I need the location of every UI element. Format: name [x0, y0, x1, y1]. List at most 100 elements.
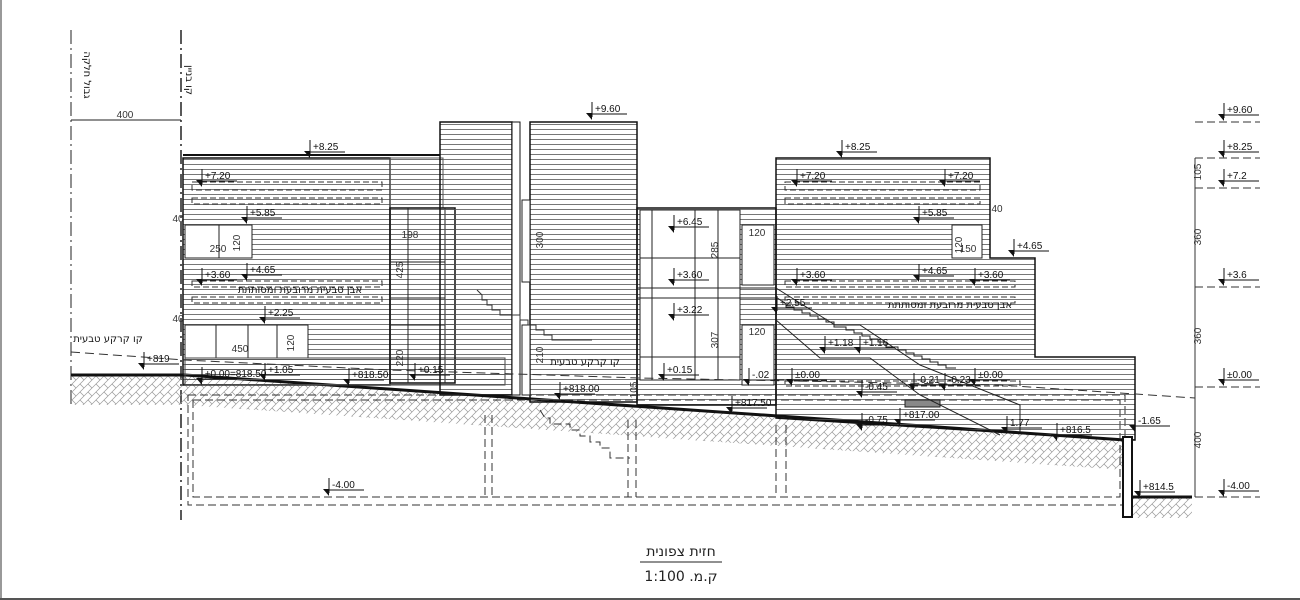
level-arrow-icon — [668, 314, 674, 321]
elevation-mark: +819 — [138, 352, 179, 370]
elevation-label: +1.16 — [863, 338, 889, 349]
exterior-stair — [775, 287, 1021, 436]
ground-hatch — [71, 375, 1125, 470]
slot-window-lower — [521, 324, 531, 396]
elevation-mark: +816.5 — [1051, 423, 1092, 441]
dimension-label: 120 — [749, 327, 766, 338]
dimension-label: 120 — [232, 234, 243, 251]
elevation-mark: +817.50 — [726, 396, 772, 414]
elevation-label: +3.60 — [800, 270, 826, 281]
elevation-label: +0.15 — [667, 365, 693, 376]
dimension-label: 425 — [395, 261, 406, 278]
level-scale-mark: +9.60 — [1218, 103, 1259, 121]
level-arrow-icon — [668, 226, 674, 233]
level-arrow-icon — [1008, 250, 1014, 257]
slot-window-upper — [521, 199, 531, 283]
level-arrow-icon — [856, 391, 862, 398]
level-arrow-icon — [409, 374, 415, 381]
dimension-label: 307 — [710, 331, 721, 348]
elevation-mark: +3.60 — [969, 268, 1010, 286]
level-arrow-icon — [1129, 425, 1135, 432]
central-glazing — [639, 209, 741, 381]
level-scale-mark: +3.6 — [1218, 268, 1259, 286]
level-arrow-icon — [1218, 379, 1224, 386]
dimension-label: 450 — [232, 344, 249, 355]
elevation-mark: +2.55 — [771, 296, 812, 314]
elevation-label: +1.18 — [828, 338, 854, 349]
elevation-mark: -0.23 — [939, 373, 980, 391]
elevation-label: ±0.00 — [978, 370, 1003, 381]
level-arrow-icon — [554, 393, 560, 400]
elevation-label: -4.00 — [332, 480, 355, 491]
dimension-label: 150 — [960, 244, 977, 255]
elevation-mark: +1.05 — [259, 363, 300, 381]
elevation-label: +4.65 — [1017, 241, 1043, 252]
elevation-mark: +3.60 — [791, 268, 832, 286]
elevation-mark: +3.22 — [668, 303, 709, 321]
dimension-label: 40 — [172, 214, 184, 225]
level-arrow-icon — [791, 279, 797, 286]
level-arrow-icon — [819, 347, 825, 354]
level-arrow-icon — [743, 379, 749, 386]
dimension-label: 105 — [629, 381, 640, 398]
level-arrow-icon — [913, 217, 919, 224]
stone-note-left: אבן טבעית מרובעת ומסותתת — [238, 285, 362, 296]
level-arrow-icon — [894, 419, 900, 426]
elevation-label: +4.65 — [922, 266, 948, 277]
tower-gap — [511, 121, 521, 396]
level-arrow-icon — [1218, 180, 1224, 187]
elevation-mark: +3.60 — [668, 268, 709, 286]
level-arrow-icon — [196, 180, 202, 187]
elevation-label: +8.25 — [1227, 142, 1253, 153]
level-arrow-icon — [259, 317, 265, 324]
elevation-label: +7.20 — [948, 171, 974, 182]
level-arrow-icon — [668, 279, 674, 286]
connector-block — [389, 157, 444, 209]
elevation-label: +817.00 — [903, 410, 940, 421]
elevation-label: -0.75 — [865, 415, 888, 426]
window-right-upper — [951, 224, 983, 259]
level-arrow-icon — [241, 217, 247, 224]
central-side-window-upper — [741, 224, 775, 286]
elevation-mark: +4.65 — [241, 263, 282, 281]
elevation-label: +5.85 — [250, 208, 276, 219]
elevation-mark: +7.20 — [791, 169, 832, 187]
level-scale-mark: +7.2 — [1218, 169, 1259, 187]
elevation-mark: ±0.00 — [969, 368, 1010, 386]
level-arrow-icon — [791, 180, 797, 187]
tower-left — [439, 121, 513, 396]
dimension-label: 120 — [749, 228, 766, 239]
level-arrow-icon — [323, 489, 329, 496]
stair-hidden — [476, 289, 592, 341]
elevation-mark: +818.50 — [343, 368, 389, 386]
elevation-mark: +2.25 — [259, 306, 300, 324]
elevation-mark: -1.65 — [1129, 414, 1170, 432]
elevation-mark: +6.45 — [668, 215, 709, 233]
elevation-label: +818.00 — [563, 384, 600, 395]
elevation-mark: +4.65 — [1008, 239, 1049, 257]
plot-boundary-label: גבול חלקה — [81, 51, 92, 98]
elevation-label: -.02 — [752, 370, 770, 381]
elevation-label: +5.85 — [922, 208, 948, 219]
dimension-label: 40 — [991, 204, 1003, 215]
elevation-mark: +0.15 — [409, 363, 450, 381]
elevation-label: +2.55 — [780, 298, 806, 309]
elevation-label: +3.60 — [677, 270, 703, 281]
elevation-mark: +9.60 — [586, 102, 627, 120]
elevation-label: +819 — [147, 354, 170, 365]
level-arrow-icon — [969, 279, 975, 286]
elevation-mark: -.02 — [743, 368, 784, 386]
elevation-label: +3.22 — [677, 305, 703, 316]
elevation-label: +2.25 — [268, 308, 294, 319]
level-arrow-icon — [726, 407, 732, 414]
elevation-mark: +8.25 — [836, 140, 877, 158]
level-arrow-icon — [913, 275, 919, 282]
elevation-label: ±0.00 — [795, 370, 820, 381]
dimension-label: 360 — [1193, 228, 1204, 245]
level-arrow-icon — [196, 279, 202, 286]
right-dashed-slabs — [784, 181, 1021, 387]
elevation-mark: +0.15 — [658, 363, 699, 381]
stone-note-right: אבן טבעית מרובעת ומסותתת — [888, 300, 1012, 311]
level-scale-mark: ±0.00 — [1218, 368, 1259, 386]
elevation-mark: +814.5 — [1134, 480, 1175, 498]
